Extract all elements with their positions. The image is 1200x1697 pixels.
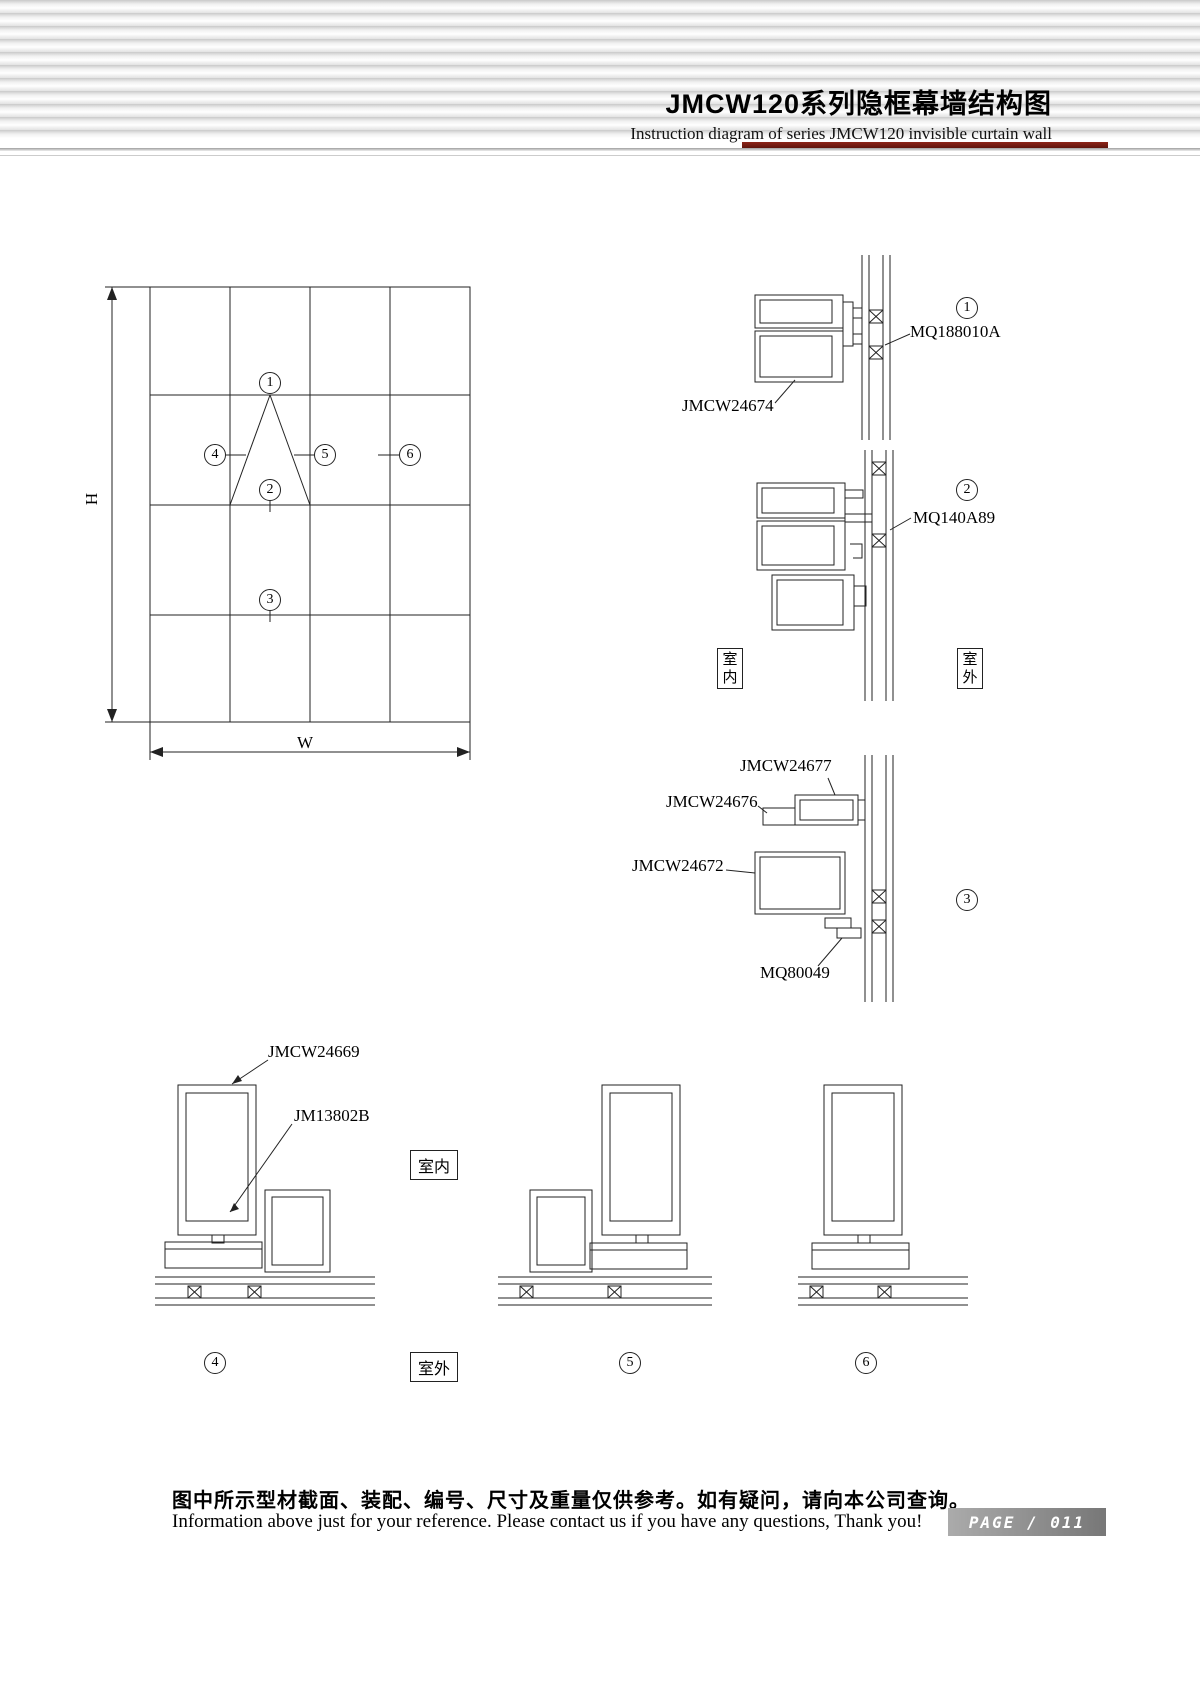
outdoor-label-bottom: 室外 xyxy=(410,1352,459,1382)
elevation-marker-5: 5 xyxy=(314,444,336,466)
elevation-marker-1: 1 xyxy=(259,372,281,394)
detail-5-marker: 5 xyxy=(619,1352,641,1374)
page-title: JMCW120系列隐框幕墙结构图 xyxy=(665,89,1052,119)
header-accent-bar xyxy=(742,142,1108,148)
page-number-box: PAGE / 011 xyxy=(948,1508,1106,1536)
detail-2-marker: 2 xyxy=(956,479,978,501)
part-label-jmcw24669: JMCW24669 xyxy=(268,1042,360,1061)
part-label-mq140a89: MQ140A89 xyxy=(913,508,996,527)
detail-1-drawing xyxy=(754,255,911,440)
page-header: JMCW120系列隐框幕墙结构图 Instruction diagram of … xyxy=(560,82,1052,144)
part-label-mq188010a: MQ188010A xyxy=(910,322,1001,341)
footer-note-cn: 图中所示型材截面、装配、编号、尺寸及重量仅供参考。如有疑问，请向本公司查询。 xyxy=(172,1490,970,1512)
detail-3-drawing xyxy=(725,755,894,1002)
footer-note-en: Information above just for your referenc… xyxy=(172,1511,923,1532)
page-number: PAGE / 011 xyxy=(968,1512,1086,1532)
indoor-label-side: 室内 xyxy=(717,648,743,690)
page-subtitle: Instruction diagram of series JMCW120 in… xyxy=(630,124,1052,143)
part-label-jmcw24674: JMCW24674 xyxy=(682,396,774,415)
detail-6-drawing xyxy=(798,1084,968,1306)
outdoor-label-side: 室外 xyxy=(957,648,983,690)
dimension-h-label: H xyxy=(82,492,102,506)
header-stripes-decoration xyxy=(0,0,1200,138)
elevation-marker-3: 3 xyxy=(259,589,281,611)
detail-4-marker: 4 xyxy=(204,1352,226,1374)
part-label-jm13802b: JM13802B xyxy=(294,1106,370,1125)
elevation-marker-2: 2 xyxy=(259,479,281,501)
header-divider xyxy=(0,148,1200,151)
detail-1-marker: 1 xyxy=(956,297,978,319)
part-label-jmcw24676: JMCW24676 xyxy=(666,792,758,811)
elevation-marker-4: 4 xyxy=(204,444,226,466)
elevation-marker-6: 6 xyxy=(399,444,421,466)
indoor-label-bottom: 室内 xyxy=(410,1150,459,1180)
part-label-jmcw24677: JMCW24677 xyxy=(740,756,832,775)
header-divider-thin xyxy=(0,155,1200,156)
part-label-mq80049: MQ80049 xyxy=(760,963,830,982)
detail-2-drawing xyxy=(756,450,912,701)
part-label-jmcw24672: JMCW24672 xyxy=(632,856,724,875)
detail-5-drawing xyxy=(498,1084,712,1306)
detail-4-drawing xyxy=(155,1059,375,1306)
detail-3-marker: 3 xyxy=(956,889,978,911)
dimension-w-label: W xyxy=(297,733,314,752)
elevation-drawing xyxy=(105,286,471,760)
detail-6-marker: 6 xyxy=(855,1352,877,1374)
